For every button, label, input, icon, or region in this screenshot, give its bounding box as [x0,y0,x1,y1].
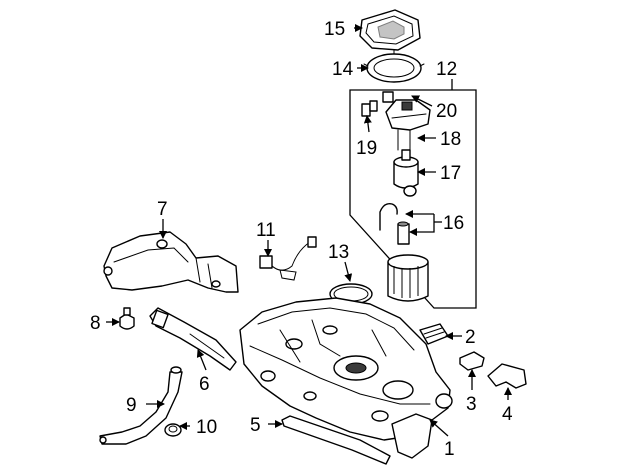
part-3-pad [459,351,485,371]
callout-1: 1 [444,439,455,460]
part-15-pump-cover [359,9,421,51]
callout-17: 17 [440,163,461,184]
callout-10: 10 [196,417,217,438]
part-1-fuel-tank [239,297,453,459]
part-10-nut [164,423,182,437]
callout-12: 12 [436,59,457,80]
callout-14: 14 [332,59,354,80]
callout-labels: 15 14 12 20 19 18 17 16 13 11 7 8 6 9 10… [90,19,513,460]
part-19-connector [361,100,378,117]
part-9-bracket [99,366,183,445]
callout-8: 8 [90,313,101,334]
callout-18: 18 [440,129,461,150]
callout-20: 20 [436,101,457,122]
callout-9: 9 [126,395,137,416]
callout-5: 5 [250,415,261,436]
leader-arrows [106,24,512,437]
part-4-shield-plate [487,363,527,389]
part-20-sender-unit [382,91,431,131]
part-2-valve [419,323,449,345]
part-5-strip [281,415,391,465]
part-12-pump-module-outline [349,79,477,309]
callout-2: 2 [465,327,476,348]
part-6-tank-strap [149,307,237,371]
callout-15: 15 [324,19,345,40]
callout-16: 16 [443,213,464,234]
part-7-heat-shield [103,231,239,293]
callout-3: 3 [466,394,477,415]
callout-6: 6 [199,374,210,395]
part-8-grommet [119,307,135,330]
part-16-filters [379,202,410,245]
callout-11: 11 [256,220,276,241]
callout-4: 4 [502,404,513,425]
part-11-sensor-harness [259,236,317,281]
callout-13: 13 [328,242,349,263]
callout-19: 19 [356,138,377,159]
callout-7: 7 [157,199,168,220]
pump-reservoir [387,254,429,302]
part-17-fuel-pump [393,149,419,197]
part-14-lock-ring [363,49,425,83]
